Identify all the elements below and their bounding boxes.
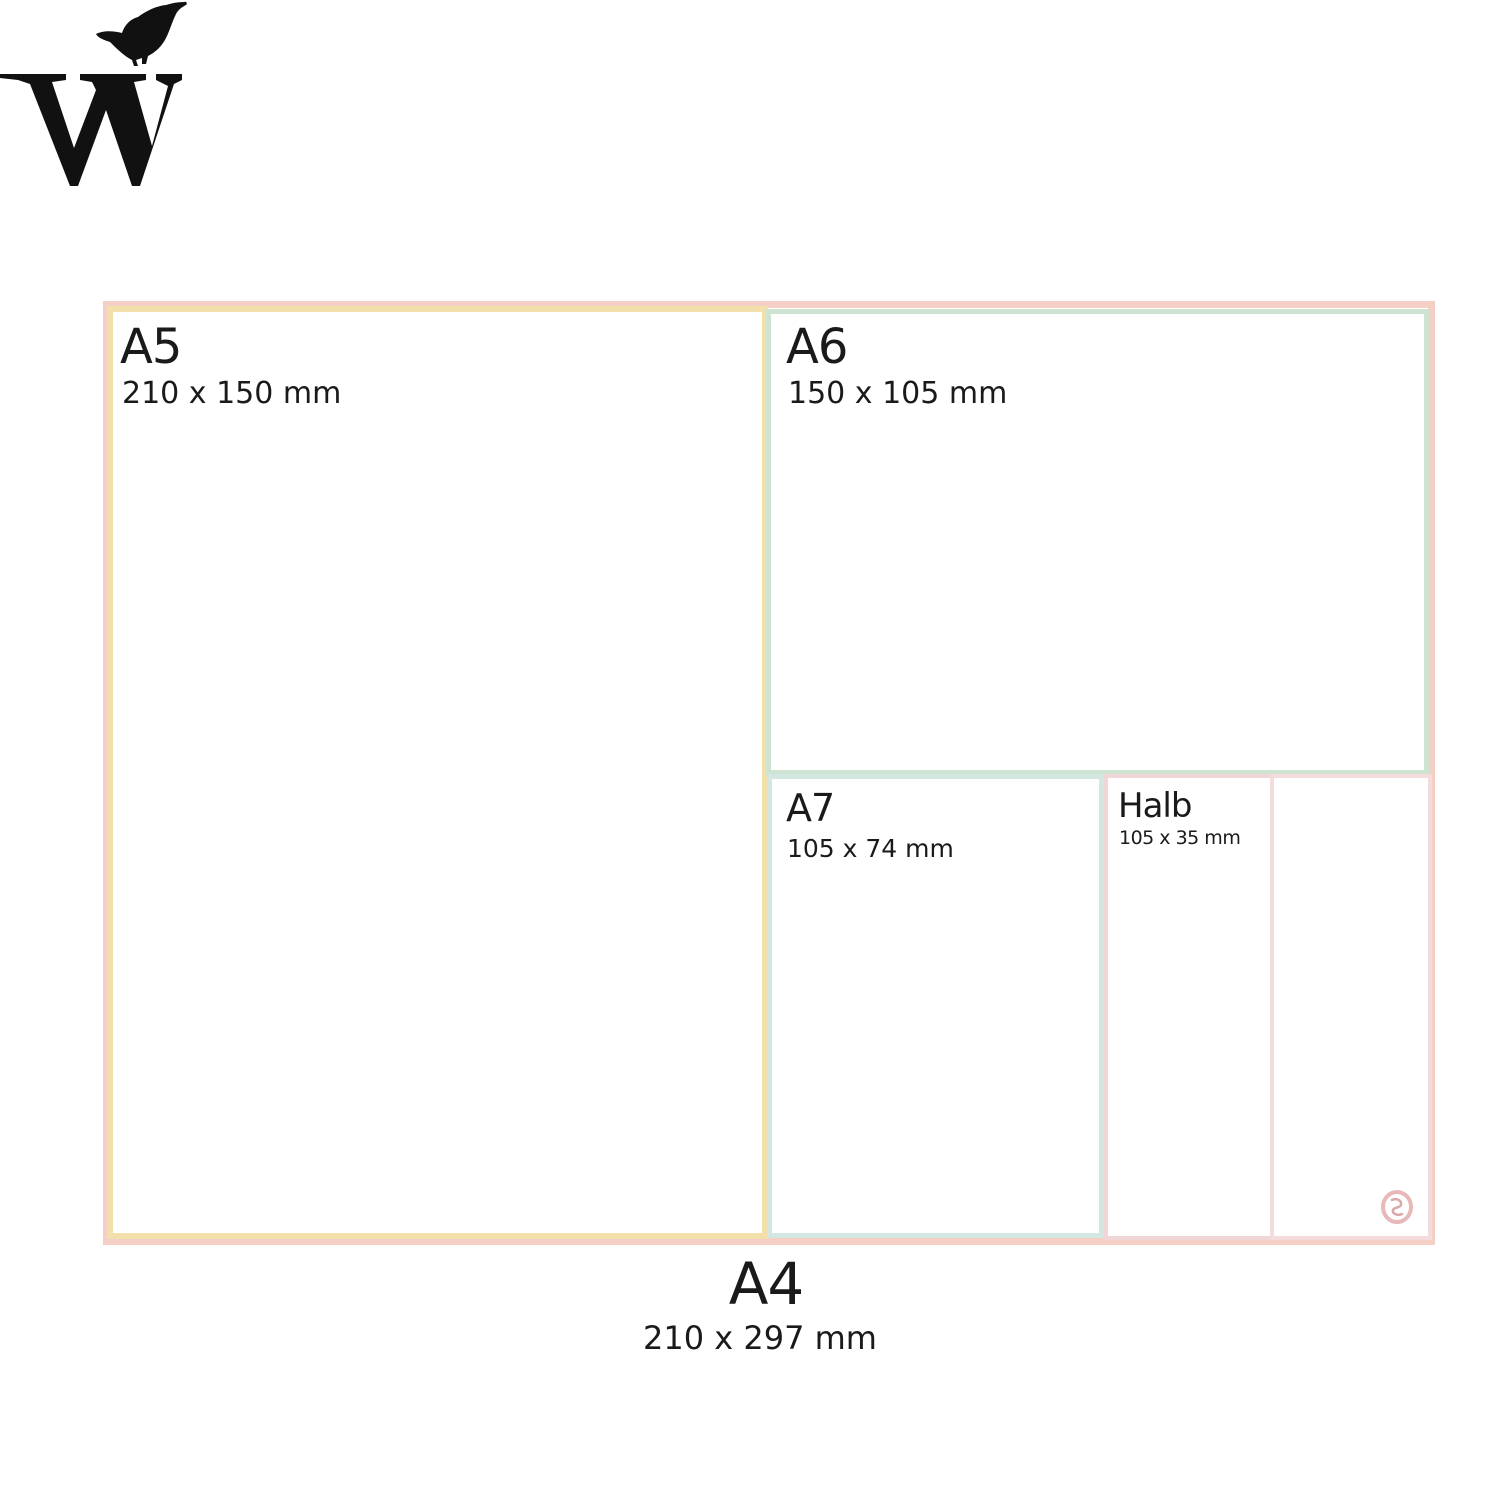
a6-dimensions: 150 x 105 mm bbox=[788, 376, 1008, 411]
halb-second-frame bbox=[1270, 774, 1432, 1240]
a6-frame bbox=[766, 309, 1429, 775]
w-bird-logo bbox=[0, 1, 187, 186]
badge-icon bbox=[1381, 1190, 1413, 1224]
a4-dimensions: 210 x 297 mm bbox=[643, 1319, 877, 1357]
a4-label: A4 bbox=[728, 1250, 805, 1318]
a4-frame bbox=[103, 301, 1435, 1245]
a6-label: A6 bbox=[786, 319, 848, 375]
w-letter-icon bbox=[0, 74, 182, 186]
bird-icon bbox=[96, 1, 187, 66]
halb-label: Halb bbox=[1118, 786, 1192, 826]
a7-dimensions: 105 x 74 mm bbox=[787, 834, 954, 863]
a5-frame bbox=[107, 306, 768, 1239]
halb-dimensions: 105 x 35 mm bbox=[1119, 827, 1241, 849]
a5-dimensions: 210 x 150 mm bbox=[122, 376, 342, 411]
a7-frame bbox=[767, 774, 1104, 1238]
a5-label: A5 bbox=[120, 319, 182, 375]
a7-label: A7 bbox=[786, 786, 835, 830]
